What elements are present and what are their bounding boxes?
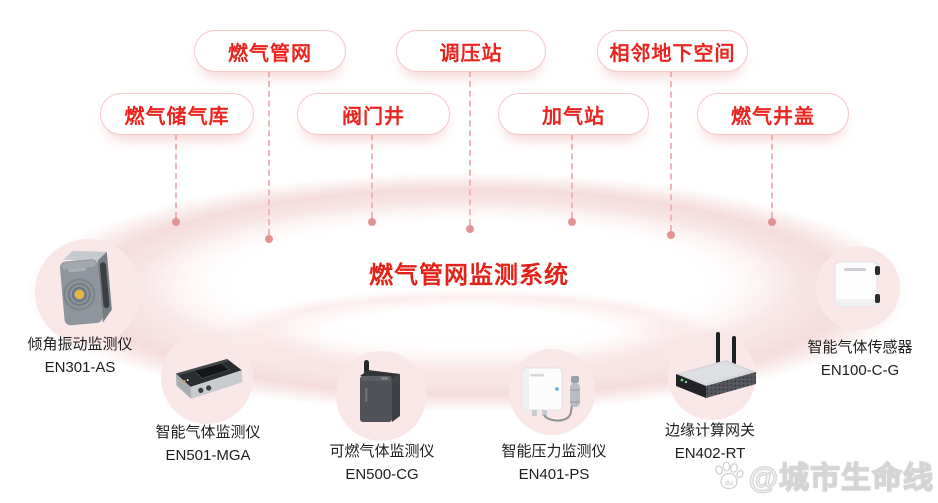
paw-icon: du bbox=[714, 461, 744, 490]
smart-gas-sensor-icon bbox=[834, 261, 880, 307]
device-label: 倾角振动监测仪 EN301-AS bbox=[0, 333, 170, 379]
svg-text:du: du bbox=[724, 481, 733, 488]
tilt-vibration-monitor-icon bbox=[59, 250, 112, 326]
tag-pill-adjacent-underground: 相邻地下空间 bbox=[597, 30, 748, 72]
platform-ellipse-ring bbox=[215, 288, 725, 383]
device-model: EN501-MGA bbox=[165, 447, 251, 464]
connector-line bbox=[771, 134, 773, 218]
device-name: 智能气体监测仪 bbox=[155, 424, 261, 441]
connector-line bbox=[371, 134, 373, 218]
connector-dot bbox=[368, 218, 376, 226]
tag-label: 燃气井盖 bbox=[731, 105, 815, 128]
connector-dot bbox=[265, 235, 273, 243]
tag-pill-valve-well: 阀门井 bbox=[297, 93, 450, 135]
device-model: EN301-AS bbox=[44, 359, 116, 376]
diagram-title: 燃气管网监测系统 bbox=[369, 262, 569, 289]
tag-pill-gas-storage: 燃气储气库 bbox=[100, 93, 254, 135]
device-name: 智能气体传感器 bbox=[807, 339, 913, 356]
tag-label: 相邻地下空间 bbox=[609, 42, 736, 65]
tag-pill-manhole-cover: 燃气井盖 bbox=[697, 93, 849, 135]
device-label: 智能压力监测仪 EN401-PS bbox=[464, 440, 644, 486]
device-name: 可燃气体监测仪 bbox=[329, 443, 435, 460]
smart-gas-monitor-icon bbox=[175, 358, 243, 399]
device-model: EN401-PS bbox=[518, 466, 590, 483]
connector-dot bbox=[768, 218, 776, 226]
smart-pressure-monitor-icon bbox=[521, 367, 580, 422]
tag-pill-pressure-station: 调压站 bbox=[396, 30, 546, 72]
connector-dot bbox=[466, 225, 474, 233]
device-label: 边缘计算网关 EN402-RT bbox=[620, 419, 800, 465]
device-name: 倾角振动监测仪 bbox=[27, 336, 133, 353]
device-name: 智能压力监测仪 bbox=[501, 443, 607, 460]
connector-dot bbox=[568, 218, 576, 226]
connector-line bbox=[469, 71, 471, 225]
tag-label: 燃气储气库 bbox=[124, 105, 230, 128]
connector-line bbox=[268, 71, 270, 235]
device-label: 智能气体传感器 EN100-C-G bbox=[770, 336, 938, 382]
device-name: 边缘计算网关 bbox=[664, 422, 755, 439]
connector-dot bbox=[667, 231, 675, 239]
combustible-gas-monitor-icon bbox=[360, 360, 400, 422]
tag-pill-filling-station: 加气站 bbox=[498, 93, 649, 135]
tag-label: 燃气管网 bbox=[228, 42, 312, 65]
watermark-text: @城市生命线 bbox=[748, 461, 934, 495]
connector-line bbox=[175, 134, 177, 218]
device-label: 可燃气体监测仪 EN500-CG bbox=[292, 440, 472, 486]
connector-line bbox=[571, 134, 573, 218]
connector-dot bbox=[172, 218, 180, 226]
tag-label: 调压站 bbox=[439, 42, 503, 65]
tag-pill-gas-pipeline: 燃气管网 bbox=[194, 30, 346, 72]
watermark: du @城市生命线 bbox=[712, 453, 934, 497]
tag-label: 加气站 bbox=[542, 105, 605, 128]
tag-label: 阀门井 bbox=[342, 105, 405, 128]
device-model: EN402-RT bbox=[674, 445, 746, 462]
device-model: EN100-C-G bbox=[820, 362, 900, 379]
edge-computing-gateway-icon bbox=[676, 332, 756, 398]
device-label: 智能气体监测仪 EN501-MGA bbox=[118, 421, 298, 467]
connector-line bbox=[670, 71, 672, 231]
device-model: EN500-CG bbox=[345, 466, 419, 483]
